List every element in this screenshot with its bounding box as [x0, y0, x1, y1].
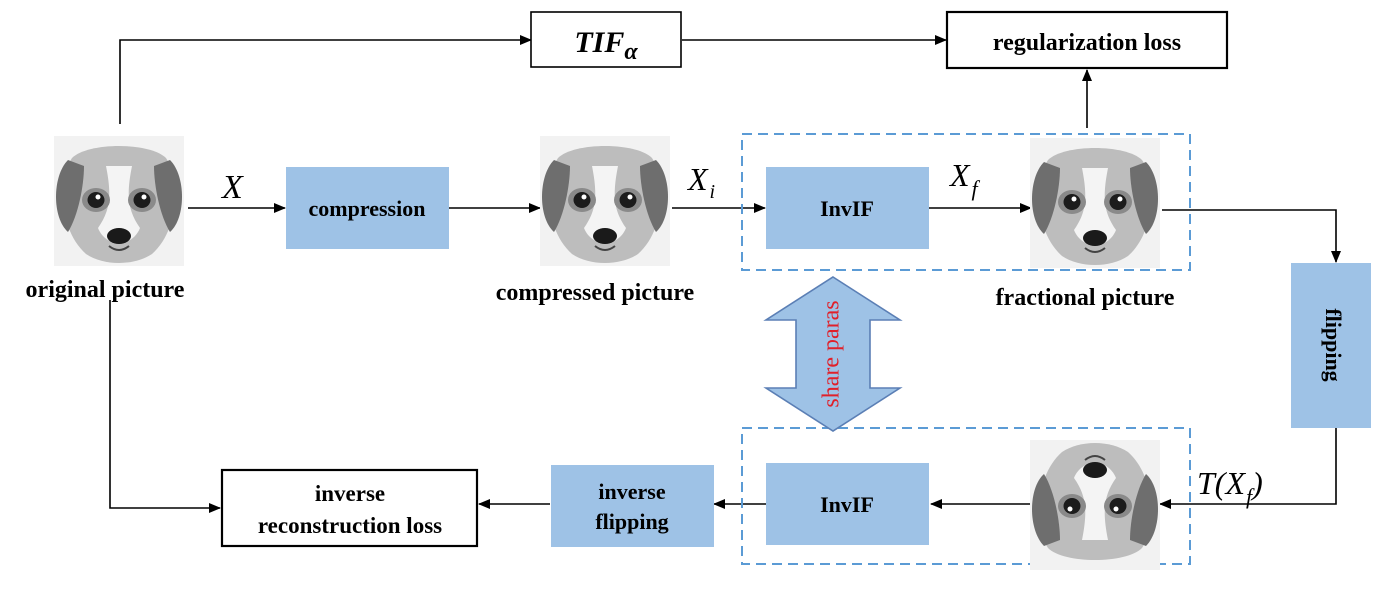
share-paras-label: share paras [819, 300, 845, 407]
original-picture-caption: original picture [26, 277, 185, 303]
inverse-flipping-line1: inverse [598, 479, 665, 504]
flipping-box [1291, 263, 1371, 428]
fractional-picture-caption: fractional picture [996, 285, 1175, 311]
flipped-picture-image [1029, 439, 1161, 571]
invif-label-bottom: InvIF [820, 492, 874, 517]
tif-label: TIFα [574, 26, 638, 65]
flipping-label: flipping [1321, 308, 1346, 381]
compression-box [286, 167, 449, 249]
compression-label: compression [309, 196, 426, 221]
x-label: X [220, 169, 244, 206]
regularization-loss-label: regularization loss [993, 30, 1181, 56]
arrow-flipping-to-flipped [1159, 428, 1337, 509]
arrow-fractional-to-flipping [1162, 209, 1341, 263]
shared-invif-group-top [741, 133, 1191, 271]
inverse-flipping-line2: flipping [595, 509, 668, 534]
fractional-picture-image [1029, 137, 1161, 269]
original-picture-image [53, 135, 185, 267]
txf-label: T(Xf) [1197, 465, 1263, 509]
regularization-loss-box [945, 10, 1229, 70]
arrow-original-to-tif [119, 35, 532, 124]
xf-label: Xf [948, 157, 981, 201]
inverse-reconstruction-loss-line2: reconstruction loss [258, 513, 442, 538]
share-paras-arrow [763, 276, 903, 432]
inverse-reconstruction-loss-box [220, 468, 479, 548]
arrow-original-to-reconstruction-loss [109, 300, 221, 513]
tif-box [530, 11, 682, 68]
connectors [109, 35, 1341, 513]
compressed-picture-image [539, 135, 671, 267]
invif-label-top: InvIF [820, 196, 874, 221]
compressed-picture-caption: compressed picture [496, 280, 695, 306]
shared-invif-group-bottom [741, 427, 1191, 565]
inverse-flipping-box [551, 465, 714, 547]
invif-box-bottom [766, 463, 929, 545]
invif-box-top [766, 167, 929, 249]
inverse-reconstruction-loss-line1: inverse [315, 481, 385, 506]
